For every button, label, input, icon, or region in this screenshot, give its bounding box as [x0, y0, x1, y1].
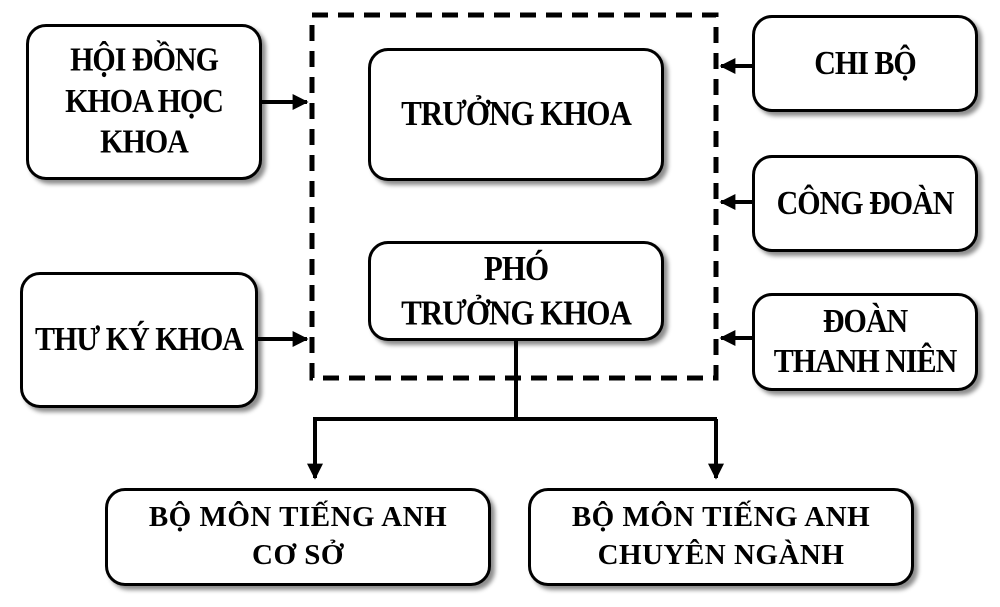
science-council-box: HỘI ĐỒNG KHOA HỌC KHOA [26, 24, 262, 180]
basic-dept-line2: CƠ SỞ [252, 539, 344, 571]
special-dept-line2: CHUYÊN NGÀNH [597, 539, 845, 571]
party-cell-box: CHI BỘ [752, 15, 978, 112]
secretary-box: THƯ KÝ KHOA [20, 272, 258, 408]
vice-dean-line1: PHÓ [483, 248, 549, 288]
vice-dean-box: PHÓ TRƯỞNG KHOA [368, 241, 664, 341]
science-council-line2: KHOA HỌC [65, 82, 224, 120]
youth-union-line1: ĐOÀN [822, 302, 908, 340]
vice-dean-line2: TRƯỞNG KHOA [401, 293, 632, 333]
trade-union-label: CÔNG ĐOÀN [776, 184, 955, 222]
basic-dept-line1: BỘ MÔN TIẾNG ANH [148, 501, 448, 534]
dean-label: TRƯỞNG KHOA [401, 94, 632, 134]
party-cell-label: CHI BỘ [814, 44, 917, 82]
specialized-english-dept-box: BỘ MÔN TIẾNG ANH CHUYÊN NGÀNH [528, 488, 914, 586]
youth-union-line2: THANH NIÊN [773, 343, 958, 381]
science-council-line1: HỘI ĐỒNG [70, 41, 219, 79]
special-dept-line1: BỘ MÔN TIẾNG ANH [571, 501, 871, 534]
basic-english-dept-box: BỘ MÔN TIẾNG ANH CƠ SỞ [105, 488, 491, 586]
dean-box: TRƯỞNG KHOA [368, 48, 664, 181]
science-council-line3: KHOA [100, 123, 189, 161]
secretary-label: THƯ KÝ KHOA [35, 320, 244, 358]
trade-union-box: CÔNG ĐOÀN [752, 155, 978, 252]
youth-union-box: ĐOÀN THANH NIÊN [752, 293, 978, 391]
